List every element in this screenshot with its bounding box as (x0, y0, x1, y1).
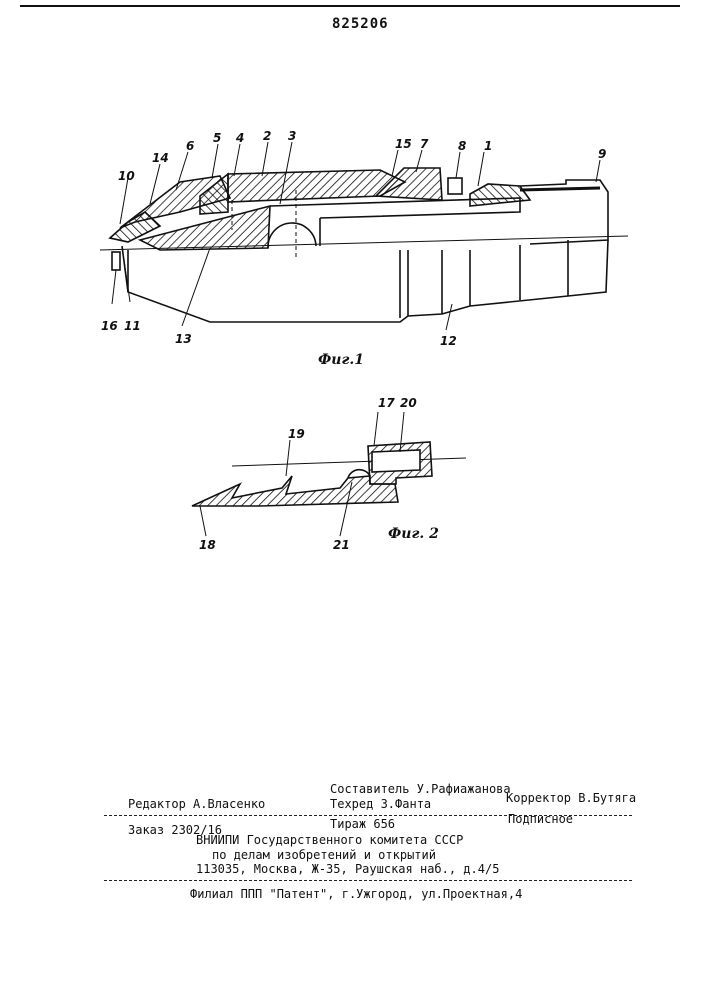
fig2-comb-part-18 (192, 476, 398, 506)
imprint-composer: Составитель У.Рафиажанова (330, 782, 511, 796)
fig1-label-5: 5 (213, 131, 221, 145)
fig1-label-2: 2 (263, 129, 271, 143)
fig1-label-15: 15 (395, 137, 412, 151)
fig1-sleeve-part-1 (470, 184, 530, 206)
fig2-label-18: 18 (199, 538, 216, 552)
imprint-subscription: Подписное (508, 812, 573, 826)
imprint-org-line1: ВНИИПИ Государственного комитета СССР (196, 833, 463, 847)
imprint-org-line2: по делам изобретений и открытий (212, 848, 436, 862)
fig1-label-12: 12 (440, 334, 457, 348)
fig2-label-21: 21 (333, 538, 350, 552)
imprint-address: 113035, Москва, Ж-35, Раушская наб., д.4… (196, 862, 499, 876)
figure-2 (192, 412, 466, 536)
imprint-circulation: Тираж 656 (330, 817, 395, 831)
fig1-tip-part-16 (112, 252, 120, 270)
fig1-label-14: 14 (152, 151, 169, 165)
fig1-label-7: 7 (420, 137, 429, 151)
fig1-housing-part-2 (228, 170, 405, 202)
imprint-editor: Редактор А.Власенко (128, 797, 265, 811)
fig1-body-outline (128, 240, 608, 322)
fig1-label-1: 1 (484, 139, 492, 153)
imprint-rule-2 (104, 880, 632, 881)
fig2-caption: Фиг. 2 (388, 526, 439, 542)
fig1-label-4: 4 (235, 131, 244, 145)
fig2-label-17: 17 (378, 396, 395, 410)
fig1-label-13: 13 (175, 332, 192, 346)
fig1-label-9: 9 (598, 147, 606, 161)
fig1-label-3: 3 (288, 129, 296, 143)
fig1-screw-part-8 (448, 178, 462, 194)
imprint-branch: Филиал ППП "Патент", г.Ужгород, ул.Проек… (190, 887, 522, 901)
fig2-label-20: 20 (400, 396, 417, 410)
imprint-corrector: Корректор В.Бутяга (506, 791, 636, 805)
fig1-label-16: 16 (101, 319, 118, 333)
fig1-label-11: 11 (124, 319, 141, 333)
fig1-label-10: 10 (118, 169, 135, 183)
fig1-label-8: 8 (458, 139, 466, 153)
fig1-caption: Фиг.1 (318, 352, 364, 368)
figure-1 (100, 142, 628, 330)
fig2-label-19: 19 (288, 427, 305, 441)
fig1-label-6: 6 (186, 139, 194, 153)
imprint-techred: Техред З.Фанта (330, 797, 431, 811)
